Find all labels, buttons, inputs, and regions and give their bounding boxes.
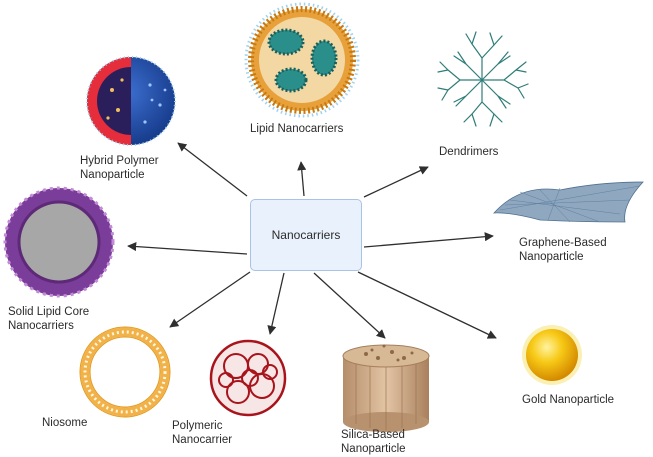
silica-text-1: Silica-Based <box>341 429 405 441</box>
arrow-silica <box>313 272 386 339</box>
arrow-hybrid <box>177 142 248 197</box>
gold-nanoparticle-icon <box>522 325 582 385</box>
label-graphene: Graphene-Based Nanoparticle <box>519 236 607 264</box>
label-niosome: Niosome <box>42 416 87 430</box>
hybrid-text-2: Nanoparticle <box>80 169 145 181</box>
silica-nanoparticle-icon <box>342 344 430 432</box>
lipid-nanocarrier-icon <box>244 2 360 118</box>
graphene-text-2: Nanoparticle <box>519 251 584 263</box>
arrow-dendrimers <box>363 166 429 198</box>
silica-text-2: Nanoparticle <box>341 443 406 455</box>
arrow-polymeric <box>267 272 285 335</box>
label-gold: Gold Nanoparticle <box>522 393 614 407</box>
polymeric-nanocarrier-icon <box>209 339 287 417</box>
arrow-gold <box>357 271 497 339</box>
arrow-solid <box>127 242 248 255</box>
arrow-graphene <box>363 232 494 248</box>
dendrimer-icon <box>437 31 529 127</box>
arrows <box>127 142 497 339</box>
polymeric-text-1: Polymeric <box>172 420 223 432</box>
polymeric-text-2: Nanocarrier <box>172 434 233 446</box>
hybrid-text-1: Hybrid Polymer <box>80 155 159 167</box>
arrow-niosome <box>169 271 251 328</box>
hybrid-polymer-icon <box>86 56 176 146</box>
nanocarriers-center-box: Nanocarriers <box>250 199 362 271</box>
label-polymeric: Polymeric Nanocarrier <box>172 419 232 447</box>
label-silica: Silica-Based Nanoparticle <box>341 428 406 456</box>
label-solid-lipid: Solid Lipid Core Nanocarriers <box>8 305 89 333</box>
arrow-lipid <box>297 161 307 197</box>
label-lipid: Lipid Nanocarriers <box>250 122 343 136</box>
solid-text-1: Solid Lipid Core <box>8 306 90 318</box>
graphene-icon <box>493 181 644 223</box>
lipid-text: Lipid Nanocarriers <box>250 123 344 135</box>
niosome-text: Niosome <box>42 417 88 429</box>
dendrimers-text: Dendrimers <box>439 146 499 158</box>
graphene-text-1: Graphene-Based <box>519 237 607 249</box>
gold-text: Gold Nanoparticle <box>522 394 615 406</box>
center-label: Nanocarriers <box>271 228 341 242</box>
label-dendrimers: Dendrimers <box>439 145 498 159</box>
solid-text-2: Nanocarriers <box>8 320 74 332</box>
label-hybrid: Hybrid Polymer Nanoparticle <box>80 154 159 182</box>
niosome-icon <box>79 326 171 418</box>
solid-lipid-core-icon <box>3 186 115 298</box>
